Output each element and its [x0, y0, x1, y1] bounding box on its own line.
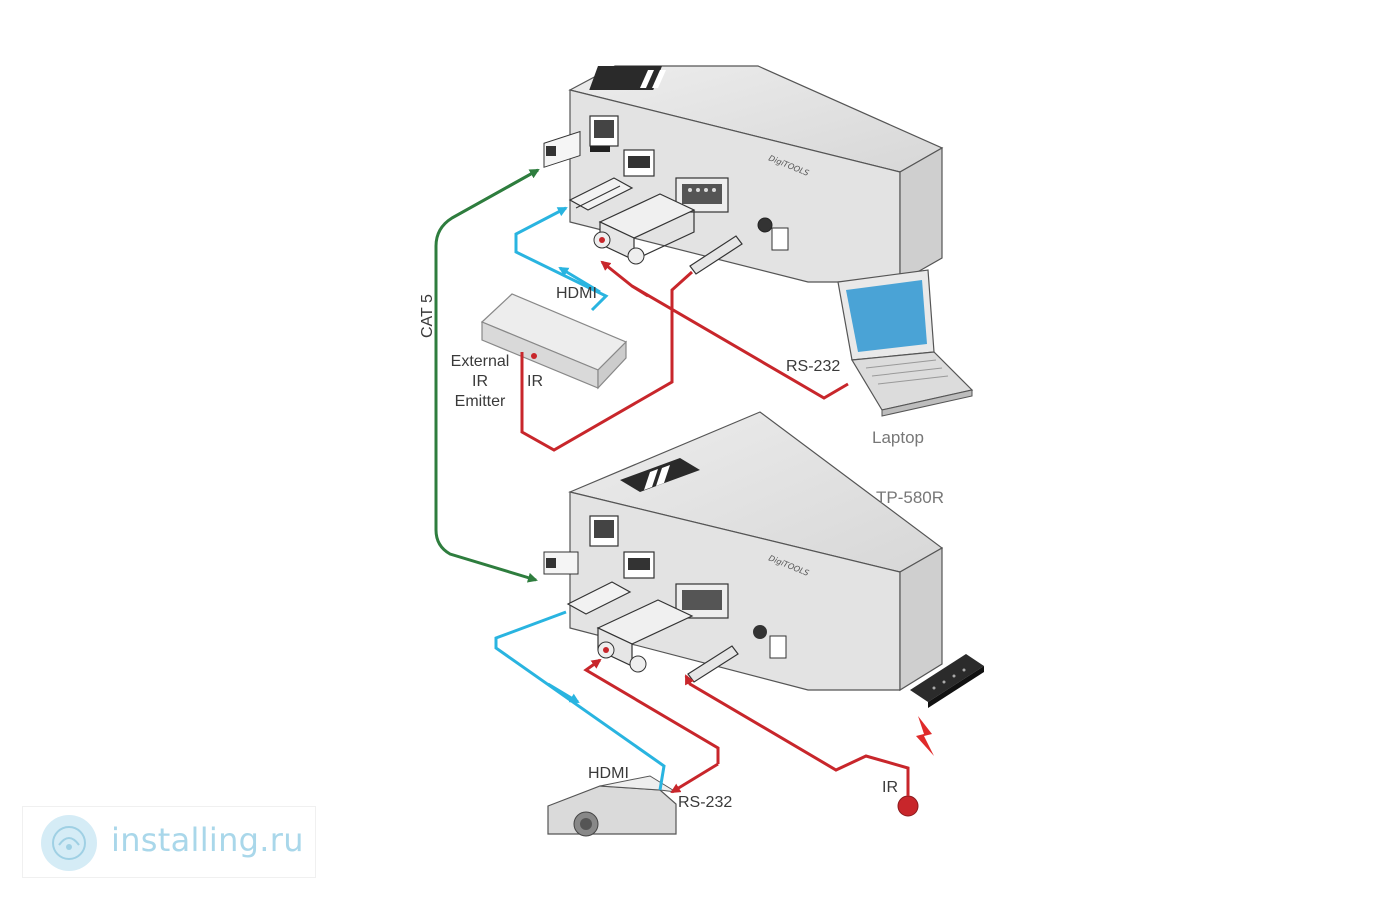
ir-plug-top — [689, 235, 743, 275]
rs232-cable-bottom-arrow — [670, 762, 719, 794]
vga-connector-bottom — [596, 599, 694, 673]
installing-logo-icon — [41, 815, 97, 871]
hdmi-label-bottom: HDMI — [588, 765, 629, 782]
hdmi-port — [623, 551, 655, 579]
power-jack — [771, 227, 789, 251]
rs232-cable-top-arrow — [631, 284, 649, 298]
cat5-cable-arrow-top — [451, 168, 540, 220]
hdmi-cable-bottom-arrow — [547, 682, 580, 704]
hdmi-plug-bottom — [566, 581, 632, 615]
ir-line-label: IR — [472, 373, 488, 390]
ir-jack — [757, 217, 773, 233]
rs232-label-bottom: RS-232 — [678, 794, 732, 811]
rs232-port — [675, 583, 729, 619]
rj45-plug-top — [543, 130, 581, 168]
transmitter-device: DigiTOOLS — [568, 65, 944, 284]
power-jack — [769, 635, 787, 659]
ir-cable-top — [520, 270, 694, 452]
kramer-logo-icon — [620, 458, 700, 492]
laptop-label: Laptop — [872, 428, 924, 447]
rs232-cable-top — [600, 260, 849, 400]
rs232-cable-bottom — [583, 658, 720, 764]
rs232-label-top: RS-232 — [786, 358, 840, 375]
rj45-port — [589, 515, 619, 547]
cat5-label: CAT 5 — [419, 294, 436, 338]
cat5-cable — [434, 168, 539, 583]
hdmi-cable-top-arrow — [558, 266, 601, 294]
hdmi-label-top: HDMI — [556, 285, 597, 302]
ir-label-top: IR — [527, 373, 543, 390]
hdmi-cable-bottom — [494, 610, 666, 791]
receiver-model-label: TP-580R — [876, 488, 944, 507]
hdmi-cable-top — [514, 206, 609, 312]
external-label: External — [451, 353, 510, 370]
rj45-port — [589, 115, 619, 152]
laptop-icon — [837, 269, 974, 417]
vga-connector-top — [593, 193, 696, 265]
receiver-device: DigiTOOLS — [568, 411, 944, 692]
rj45-plug-bottom — [543, 551, 579, 575]
hdmi-plug-top — [568, 177, 634, 211]
remote-control-icon — [910, 654, 984, 708]
ir-sensor-icon — [897, 795, 919, 817]
ir-jack — [753, 625, 767, 639]
ir-cable-bottom — [684, 674, 910, 796]
hdmi-port — [623, 149, 655, 177]
ir-signal-icon — [916, 716, 934, 756]
kramer-logo-icon — [589, 66, 666, 90]
emitter-label: Emitter — [455, 393, 506, 410]
watermark-text: installing.ru — [111, 821, 304, 859]
projector-icon — [547, 775, 677, 837]
watermark: installing.ru — [22, 806, 316, 878]
ir-label-bottom: IR — [882, 779, 898, 796]
hdmi-source-device — [480, 293, 628, 390]
